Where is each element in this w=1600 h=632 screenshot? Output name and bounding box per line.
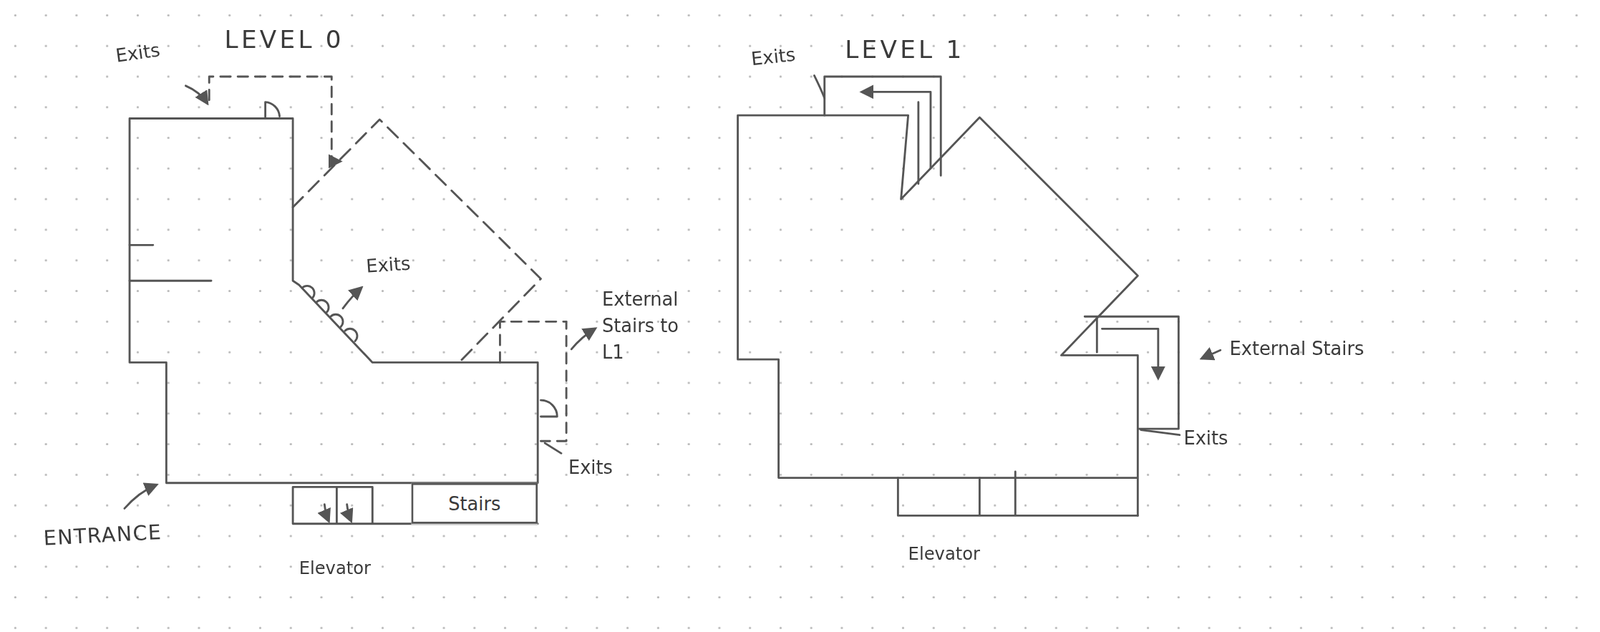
plan-label: ENTRANCE	[42, 519, 163, 552]
plan-label: Exits	[750, 43, 797, 71]
stairs-label: Stairs	[448, 492, 501, 515]
door-swing	[265, 102, 280, 119]
arrow	[861, 91, 931, 169]
elevator-block	[897, 471, 1138, 516]
leader-line	[813, 75, 824, 99]
stairs-box: Stairs	[410, 483, 538, 525]
arrow	[324, 504, 329, 522]
arrow	[1101, 328, 1158, 378]
plan-label: External Stairs to L1	[602, 285, 696, 366]
plan-label: Exits	[114, 38, 162, 68]
leader-arrow	[124, 485, 157, 509]
external-stairs	[824, 76, 941, 184]
leader-arrow	[342, 287, 362, 309]
arrow	[347, 504, 352, 522]
leader-arrow	[571, 328, 595, 350]
arrow	[331, 160, 340, 163]
level-0-outline	[129, 118, 538, 483]
leader-arrow	[1201, 350, 1221, 358]
external-stairs	[1084, 316, 1179, 429]
leader-line	[544, 443, 562, 454]
exit-doors	[302, 285, 358, 341]
plan-label: Exits	[1183, 426, 1228, 450]
external-stairs	[499, 321, 567, 441]
dashed-exit-path	[209, 76, 332, 162]
dashed-wing	[292, 119, 541, 363]
level-0-plan	[124, 76, 595, 525]
door-swing	[540, 400, 557, 417]
leader-arrow	[185, 85, 207, 104]
plan-label: Exits	[568, 456, 613, 480]
plan-label: Elevator	[908, 543, 981, 565]
plan-label: External Stairs	[1229, 337, 1365, 361]
plan-label: Elevator	[299, 557, 371, 580]
level-title: LEVEL 0	[224, 24, 345, 56]
level-title: LEVEL 1	[844, 35, 965, 66]
leader-line	[1141, 430, 1180, 436]
plan-label: Exits	[365, 251, 411, 278]
level-1-plan	[738, 75, 1221, 517]
level-1-outline	[738, 115, 1139, 516]
inner-wall	[129, 244, 212, 281]
